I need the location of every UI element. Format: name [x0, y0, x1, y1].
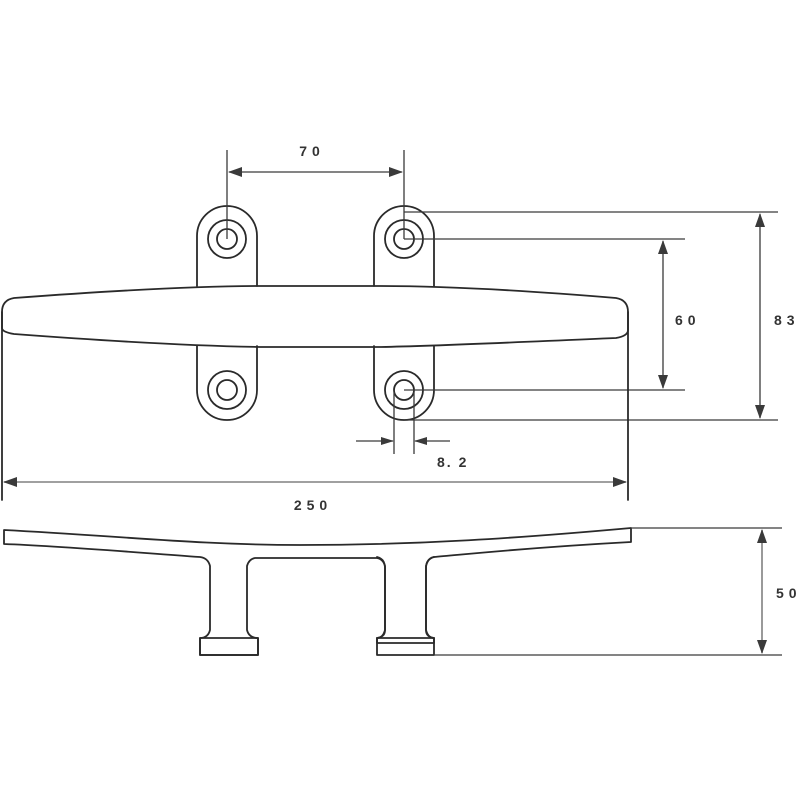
hole-lower-left — [207, 370, 247, 410]
hole-circle — [216, 379, 238, 401]
horn-body-top — [1, 285, 629, 348]
foot-base-left — [199, 637, 259, 656]
side-view — [3, 527, 632, 656]
dim-label-83: 83 — [774, 312, 800, 328]
lug-lower-left — [196, 345, 258, 421]
dim-hole-spacing-horizontal: 70 — [226, 143, 405, 239]
dim-label-8-2: 8. 2 — [437, 454, 468, 470]
dim-overall-height: 50 — [757, 529, 800, 654]
dim-label-250: 250 — [294, 497, 332, 513]
foot-base-right — [376, 637, 435, 656]
dim-label-60: 60 — [675, 312, 701, 328]
counterbore-circle — [207, 370, 247, 410]
post-right — [376, 556, 435, 639]
dim-overall-width: 83 — [755, 213, 800, 419]
side-view-dimensions: 50 — [434, 527, 800, 656]
dim-label-50: 50 — [776, 585, 800, 601]
dim-label-70: 70 — [299, 143, 325, 159]
top-view — [1, 205, 629, 421]
dim-hole-diameter: 8. 2 — [356, 392, 468, 470]
dim-overall-length: 250 — [1, 311, 629, 513]
dim-hole-spacing-vertical: 60 — [658, 240, 701, 389]
horn-side — [3, 527, 632, 656]
top-view-dimensions: 70 60 83 8. 2 — [1, 143, 800, 513]
